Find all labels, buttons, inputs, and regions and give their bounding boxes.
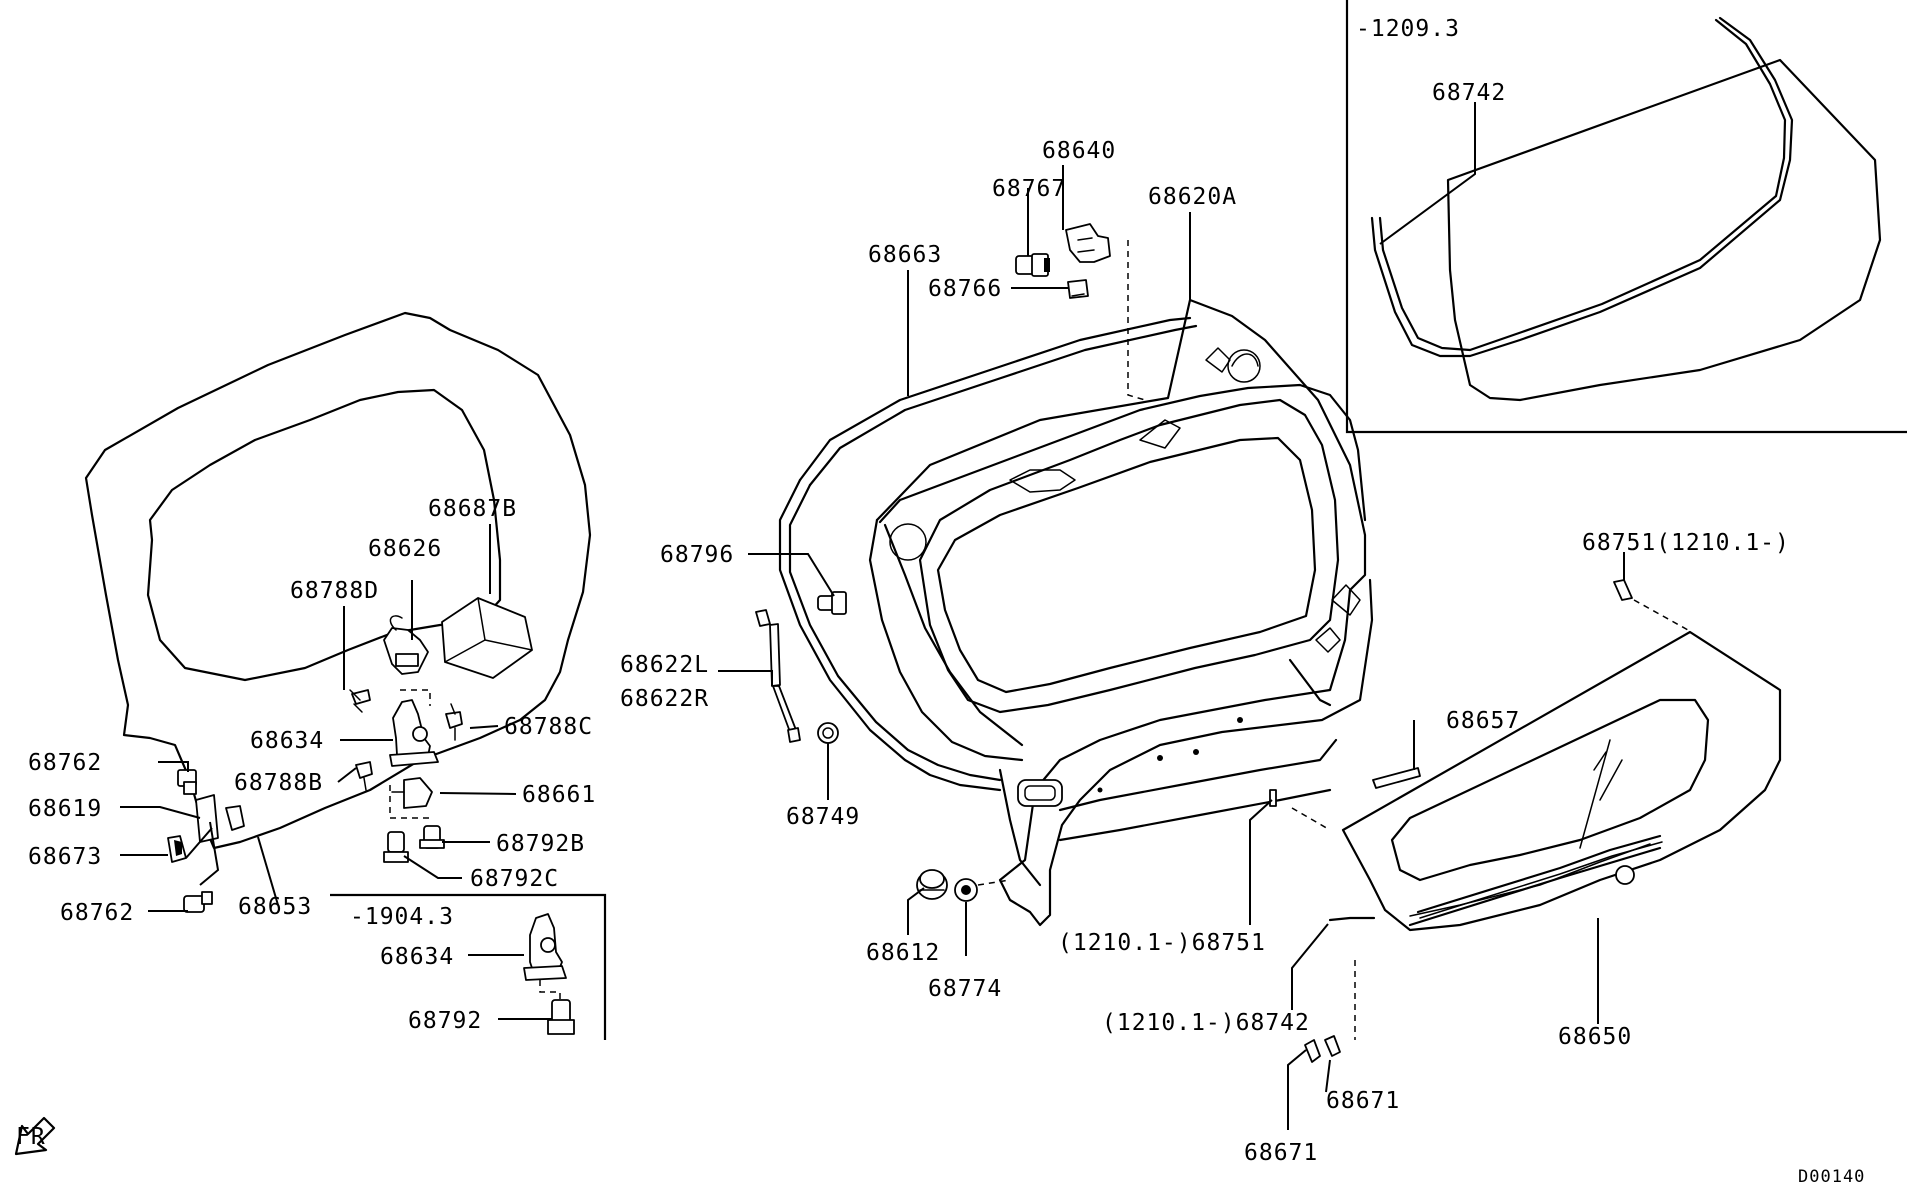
label-68687b: 68687B xyxy=(428,496,517,522)
label-68619: 68619 xyxy=(28,796,102,822)
tape-68671 xyxy=(1304,1035,1341,1063)
bolt-68792b xyxy=(419,825,445,849)
wire-harness-68626 xyxy=(383,615,429,675)
bumper-68749 xyxy=(817,722,839,744)
label-68634-upper: 68634 xyxy=(250,728,324,754)
bolt-68767 xyxy=(1015,253,1050,277)
screw-68788c xyxy=(445,711,463,729)
label-68612: 68612 xyxy=(866,940,940,966)
bumper-68612 xyxy=(916,869,948,900)
label-68751-lower: (1210.1-)68751 xyxy=(1058,930,1266,956)
label-68671-right: 68671 xyxy=(1326,1088,1400,1114)
grommet-68774 xyxy=(954,878,978,902)
label-variant-1209: -1209.3 xyxy=(1356,16,1460,42)
clip-68751-left xyxy=(1269,789,1277,807)
label-68788d: 68788D xyxy=(290,578,379,604)
molding-68742-lower xyxy=(1328,916,1376,922)
label-variant-1904: -1904.3 xyxy=(350,904,454,930)
label-68661: 68661 xyxy=(522,782,596,808)
rear-glass-68650 xyxy=(1341,630,1782,932)
bracket-68619 xyxy=(195,794,219,843)
label-68767: 68767 xyxy=(992,176,1066,202)
label-front-direction: FR xyxy=(16,1124,46,1150)
label-68663: 68663 xyxy=(868,242,942,268)
label-68749: 68749 xyxy=(786,804,860,830)
bracket-68673 xyxy=(167,835,187,863)
tailgate-door-68620a xyxy=(868,240,1374,927)
screw-68788d xyxy=(351,689,371,705)
label-68796: 68796 xyxy=(660,542,734,568)
clip-68751-top xyxy=(1613,579,1633,601)
label-68622l: 68622L xyxy=(620,652,709,678)
label-68788c: 68788C xyxy=(504,714,593,740)
nut-68766 xyxy=(1067,279,1089,299)
latch-68634-lower xyxy=(523,913,567,1004)
label-68762-top: 68762 xyxy=(28,750,102,776)
label-68657: 68657 xyxy=(1446,708,1520,734)
tailgate-trim-panel xyxy=(84,311,592,850)
bolt-68792c xyxy=(383,831,409,863)
label-68766: 68766 xyxy=(928,276,1002,302)
front-direction-arrow-icon xyxy=(14,1116,56,1156)
label-68650: 68650 xyxy=(1558,1024,1632,1050)
label-68634-lower: 68634 xyxy=(380,944,454,970)
label-68762-bottom: 68762 xyxy=(60,900,134,926)
label-68620a: 68620A xyxy=(1148,184,1237,210)
bolt-68796 xyxy=(817,591,847,615)
gas-strut-68622 xyxy=(755,609,801,743)
label-68792b: 68792B xyxy=(496,831,585,857)
label-68742-inset: 68742 xyxy=(1432,80,1506,106)
screw-68788b xyxy=(355,761,373,779)
striker-68661 xyxy=(389,777,433,819)
bolt-68762-top xyxy=(177,769,197,795)
label-68788b: 68788B xyxy=(234,770,323,796)
label-68671-left: 68671 xyxy=(1244,1140,1318,1166)
bolt-68762-bottom xyxy=(183,891,213,913)
label-68626: 68626 xyxy=(368,536,442,562)
inset-variant-1209 xyxy=(1345,0,1907,434)
pad-68653 xyxy=(225,805,245,831)
pad-68657 xyxy=(1372,767,1421,789)
hinge-68640 xyxy=(1065,223,1111,263)
trim-pad-68687b xyxy=(441,597,533,679)
variant-frame-1904 xyxy=(330,893,607,1040)
diagram-code: D00140 xyxy=(1798,1167,1865,1187)
label-68774: 68774 xyxy=(928,976,1002,1002)
label-68640: 68640 xyxy=(1042,138,1116,164)
label-68792: 68792 xyxy=(408,1008,482,1034)
label-68792c: 68792C xyxy=(470,866,559,892)
label-68673: 68673 xyxy=(28,844,102,870)
latch-68634-upper xyxy=(389,689,439,767)
label-68751-top: 68751(1210.1-) xyxy=(1582,530,1790,556)
leader-lines xyxy=(120,102,1625,1130)
weatherstrip-68663 xyxy=(778,316,1198,792)
label-68653: 68653 xyxy=(238,894,312,920)
label-68742-lower: (1210.1-)68742 xyxy=(1102,1010,1310,1036)
bolt-68792 xyxy=(547,999,575,1035)
label-68622r: 68622R xyxy=(620,686,709,712)
